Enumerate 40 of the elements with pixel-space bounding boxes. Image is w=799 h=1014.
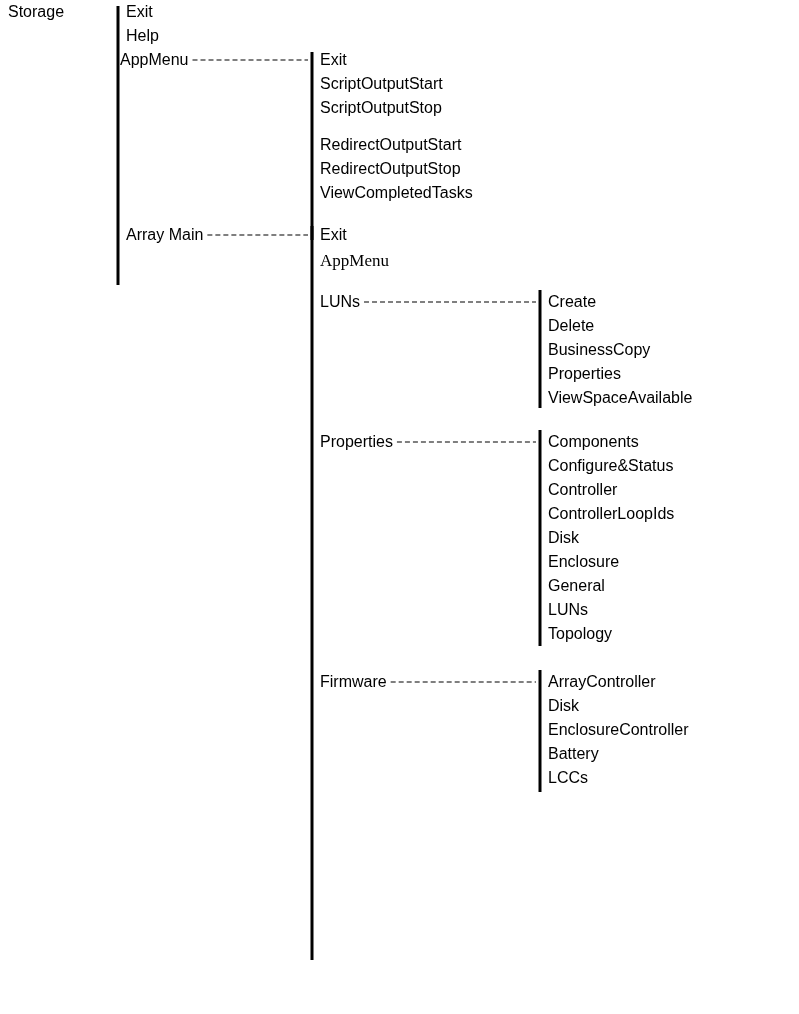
menu-item: Properties xyxy=(320,432,393,452)
menu-item: Create xyxy=(548,292,597,312)
menu-item: Disk xyxy=(548,696,580,716)
menu-item: EnclosureController xyxy=(548,720,689,740)
dashed-connector xyxy=(363,301,537,303)
menu-item: LCCs xyxy=(548,768,588,788)
menu-item: General xyxy=(548,576,605,596)
menu-item: Configure&Status xyxy=(548,456,674,476)
menu-item: Storage xyxy=(8,2,65,22)
menu-item: Exit xyxy=(320,225,347,245)
menu-item: Firmware xyxy=(320,672,387,692)
menu-item: Help xyxy=(126,26,159,46)
menu-item: AppMenu xyxy=(120,50,189,70)
menu-item: ArrayController xyxy=(548,672,656,692)
menu-item: ViewCompletedTasks xyxy=(320,183,473,203)
menu-item: LUNs xyxy=(548,600,588,620)
menu-item: Properties xyxy=(548,364,621,384)
menu-item: LUNs xyxy=(320,292,360,312)
menu-item: Controller xyxy=(548,480,618,500)
menu-item: ScriptOutputStop xyxy=(320,98,442,118)
menu-item: Exit xyxy=(320,50,347,70)
menu-item: Battery xyxy=(548,744,599,764)
dashed-connector xyxy=(396,441,537,443)
menu-item: Topology xyxy=(548,624,613,644)
menu-item: ControllerLoopIds xyxy=(548,504,675,524)
menu-item: Exit xyxy=(126,2,153,22)
menu-item: Components xyxy=(548,432,639,452)
dashed-connector xyxy=(206,234,309,236)
menu-item: ViewSpaceAvailable xyxy=(548,388,693,408)
menu-item: Disk xyxy=(548,528,580,548)
menu-item: RedirectOutputStart xyxy=(320,135,462,155)
dashed-connector xyxy=(390,681,537,683)
menu-item: Enclosure xyxy=(548,552,620,572)
menu-item: AppMenu xyxy=(320,251,389,271)
menu-item: Array Main xyxy=(126,225,204,245)
menu-item: RedirectOutputStop xyxy=(320,159,461,179)
dashed-connector xyxy=(191,59,309,61)
menu-item: ScriptOutputStart xyxy=(320,74,443,94)
menu-item: Delete xyxy=(548,316,595,336)
menu-item: BusinessCopy xyxy=(548,340,651,360)
